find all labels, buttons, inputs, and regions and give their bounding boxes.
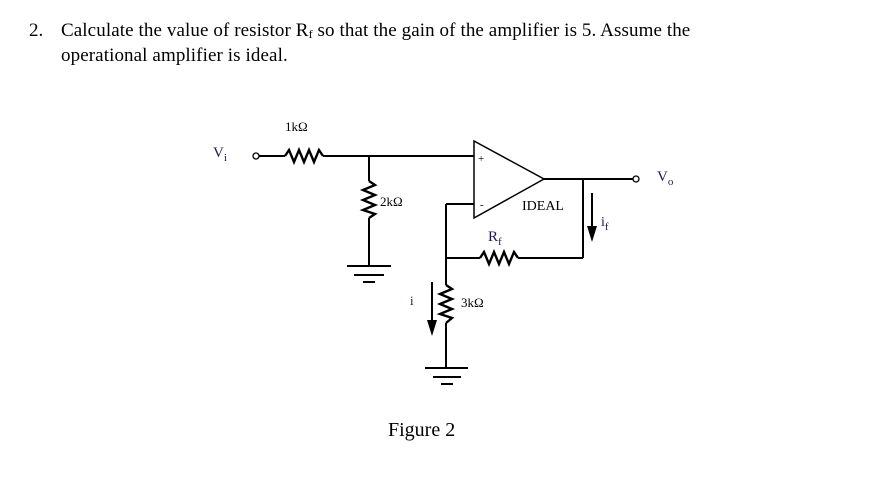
current-if-label: if [601, 215, 609, 233]
resistor-2k [359, 180, 379, 219]
resistor-rf-label: Rf [488, 229, 502, 248]
question-text-part: so that the gain of the amplifier is 5. … [312, 20, 691, 41]
output-voltage-label: Vo [657, 169, 674, 188]
input-voltage-label: Vi [213, 145, 227, 164]
resistor-3k [436, 284, 456, 324]
ground-icon [425, 367, 468, 385]
current-i-label: i [410, 293, 414, 308]
opamp-ideal-label: IDEAL [522, 199, 564, 214]
question-text-part: Calculate the value of resistor R [61, 20, 309, 41]
resistor-rf [479, 248, 519, 268]
opamp-triangle [473, 139, 546, 220]
current-i-arrow-icon [427, 282, 437, 336]
question-text-line1: Calculate the value of resistor Rf so th… [61, 20, 690, 42]
resistor-2k-label: 2kΩ [380, 194, 403, 209]
question-number: 2. [29, 20, 44, 41]
resistor-3k-label: 3kΩ [461, 295, 484, 310]
question-text-line2: operational amplifier is ideal. [61, 45, 288, 66]
current-if-arrow-icon [587, 193, 597, 242]
opamp-plus-label: + [478, 153, 484, 165]
input-terminal [252, 152, 260, 160]
ground-icon [347, 265, 391, 283]
resistor-1k-label: 1kΩ [285, 119, 308, 134]
rf-subscript: f [308, 27, 313, 41]
resistor-1k [284, 146, 324, 166]
figure-caption: Figure 2 [388, 419, 455, 441]
output-terminal [632, 175, 640, 183]
opamp-minus-label: - [480, 199, 484, 211]
